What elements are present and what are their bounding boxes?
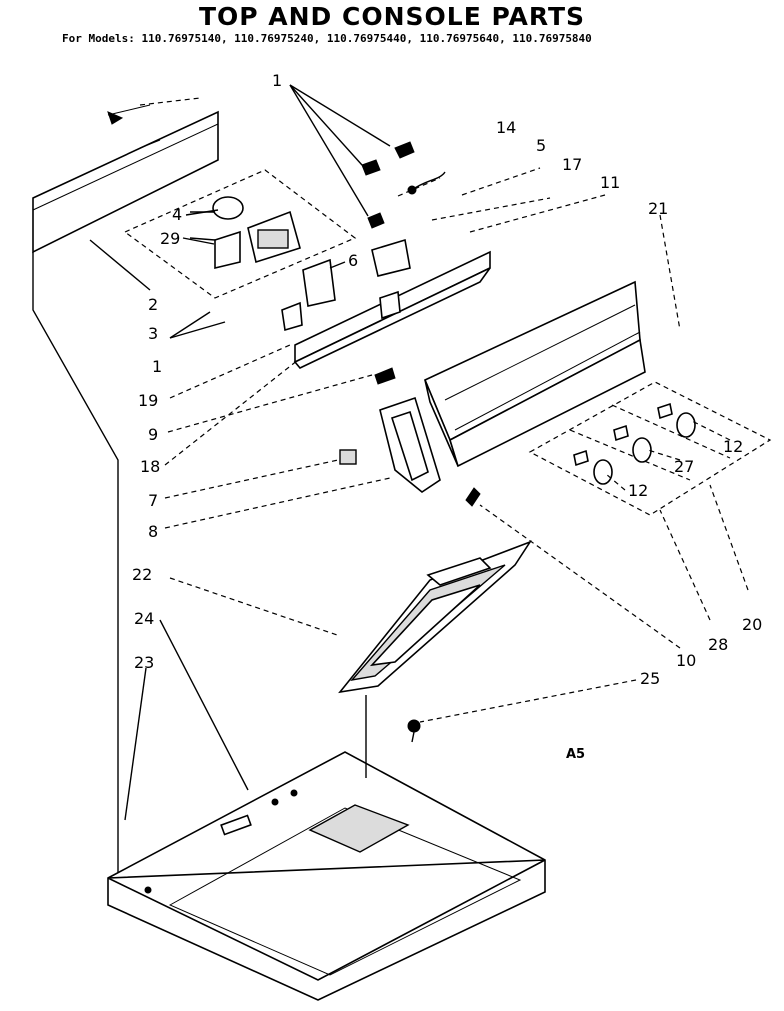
leader-lines — [89, 97, 749, 821]
callout-3: 3 — [148, 324, 158, 343]
callout-10: 10 — [676, 651, 696, 670]
callout-17: 17 — [562, 155, 582, 174]
screw-set-top — [289, 84, 446, 229]
diagram-code: A5 — [566, 747, 585, 762]
callout-21: 21 — [648, 199, 668, 218]
callout-27: 27 — [674, 457, 694, 476]
callout-24: 24 — [134, 609, 154, 628]
callout-23: 23 — [134, 653, 154, 672]
callout-1-top: 1 — [272, 71, 282, 90]
callout-18: 18 — [140, 457, 160, 476]
callout-25: 25 — [640, 669, 660, 688]
callout-28: 28 — [708, 635, 728, 654]
callout-19: 19 — [138, 391, 158, 410]
callout-11: 11 — [600, 173, 620, 192]
lint-screen — [338, 540, 533, 743]
console-end-cap — [339, 396, 481, 507]
models-line: For Models: 110.76975140, 110.76975240, … — [62, 32, 592, 45]
callout-20: 20 — [742, 615, 762, 634]
callout-9: 9 — [148, 425, 158, 444]
electrical-parts-plate — [123, 169, 357, 299]
callout-6: 6 — [348, 251, 358, 270]
console-front-panel — [528, 381, 772, 516]
callout-12-lower: 12 — [628, 481, 648, 500]
side-trim-panel — [32, 104, 219, 254]
callout-5: 5 — [536, 136, 546, 155]
callout-2: 2 — [148, 295, 158, 314]
callout-8: 8 — [148, 522, 158, 541]
callout-4: 4 — [172, 205, 182, 224]
dryer-top-panel — [107, 695, 546, 1001]
callout-14: 14 — [496, 118, 516, 137]
diagram-title: TOP AND CONSOLE PARTS — [198, 2, 586, 31]
console-panel — [423, 280, 646, 468]
callout-29: 29 — [160, 229, 180, 248]
callout-1-lower: 1 — [152, 357, 162, 376]
control-bracket-strip — [281, 238, 491, 385]
callout-22: 22 — [132, 565, 152, 584]
frame-guide-line — [32, 252, 119, 880]
callout-7: 7 — [148, 491, 158, 510]
callout-12-upper: 12 — [723, 437, 743, 456]
